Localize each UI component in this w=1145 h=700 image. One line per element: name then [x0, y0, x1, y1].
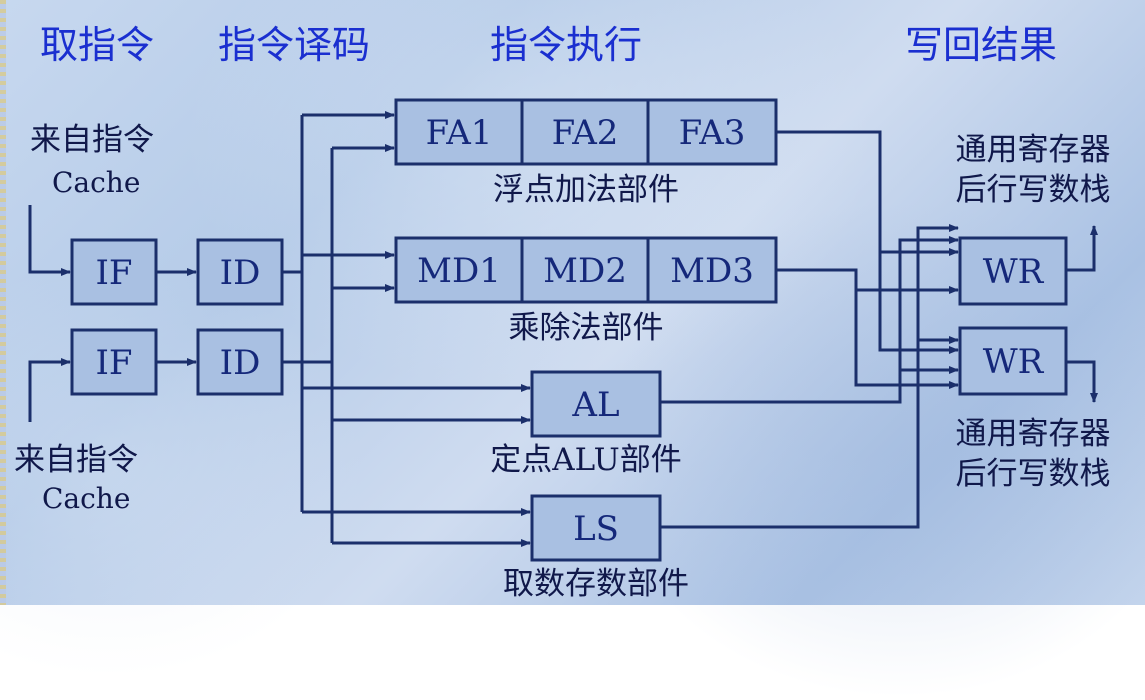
fp-adder-pipeline	[394, 98, 778, 166]
output-1-line2: 后行写数栈	[956, 172, 1111, 208]
stage-decode-title: 指令译码	[218, 23, 370, 67]
md-stage-2: MD2	[543, 251, 627, 291]
fp-adder-caption: 浮点加法部件	[493, 172, 679, 208]
fa-stage-3: FA3	[679, 113, 746, 153]
input-label-1-cache: Cache	[52, 166, 140, 199]
writeback-unit-2-label: WR	[983, 342, 1045, 382]
writeback-unit-2	[958, 326, 1068, 396]
load-store-label: LS	[573, 509, 619, 549]
stage-fetch-title: 取指令	[40, 23, 154, 67]
input-label-2-cache: Cache	[42, 482, 130, 515]
decode-unit-1	[196, 238, 284, 306]
writeback-unit-1-label: WR	[983, 252, 1045, 292]
writeback-unit-1	[958, 236, 1068, 306]
stage-execute-title: 指令执行	[490, 23, 642, 67]
input-label-1: 来自指令	[30, 122, 154, 158]
decode-unit-2-label: ID	[220, 343, 261, 383]
fa-stage-2: FA2	[552, 113, 619, 153]
alu-label: AL	[571, 385, 619, 425]
md-stage-3: MD3	[670, 251, 754, 291]
md-stage-1: MD1	[417, 251, 501, 291]
alu-unit	[530, 370, 662, 438]
output-2-line2: 后行写数栈	[956, 456, 1111, 492]
decode-unit-2	[196, 328, 284, 396]
output-2-line1: 通用寄存器	[956, 416, 1111, 452]
fetch-unit-2	[70, 328, 158, 396]
mul-div-pipeline	[394, 236, 778, 304]
decode-unit-1-label: ID	[220, 253, 261, 293]
load-store-unit	[530, 494, 662, 562]
alu-caption: 定点ALU部件	[490, 442, 681, 478]
fetch-unit-1	[70, 238, 158, 306]
output-1-line1: 通用寄存器	[956, 132, 1111, 168]
stage-writeback-title: 写回结果	[905, 23, 1057, 67]
mul-div-caption: 乘除法部件	[509, 310, 664, 346]
fetch-unit-1-label: IF	[95, 253, 132, 293]
fa-stage-1: FA1	[426, 113, 493, 153]
input-label-2: 来自指令	[14, 442, 138, 478]
pipeline-diagram: 取指令 指令译码 指令执行 写回结果 来自指令 Cache 来自指令 Cache	[14, 23, 1111, 602]
fetch-unit-2-label: IF	[95, 343, 132, 383]
load-store-caption: 取数存数部件	[503, 566, 689, 602]
